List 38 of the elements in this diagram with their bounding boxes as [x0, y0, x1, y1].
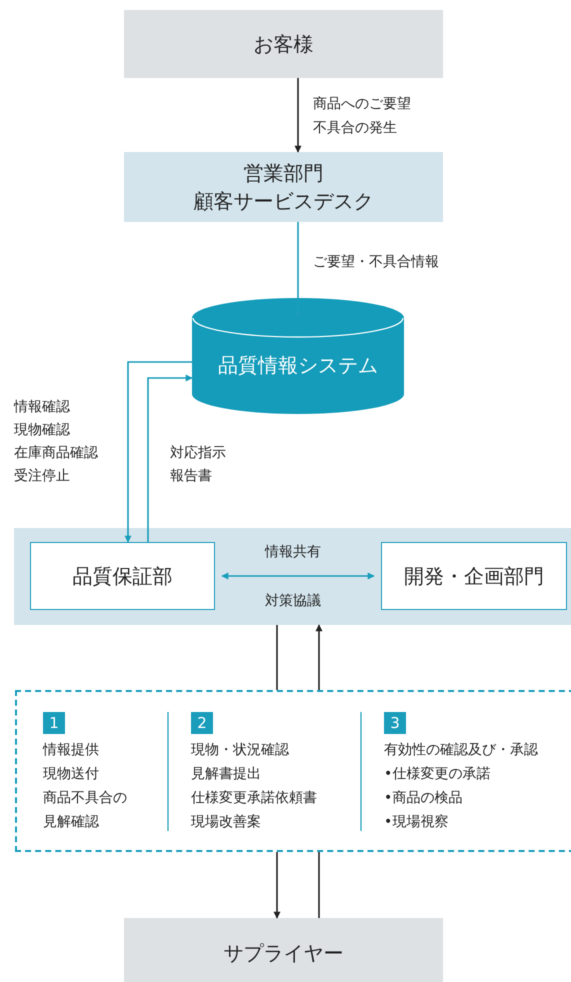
label-text: 有効性の確認及び・承認 — [384, 741, 538, 760]
label-text: •仕様変更の承諾 — [384, 765, 490, 784]
annotation-text: 情報確認 — [14, 398, 70, 417]
annotation-text: 対応指示 — [170, 444, 226, 463]
annotation-text: 現物確認 — [14, 421, 70, 440]
annotation-text: 受注停止 — [14, 467, 70, 486]
process-box: 営業部門 顧客サービスデスク — [124, 152, 443, 222]
arrow — [221, 572, 375, 580]
label-text: •現場視察 — [384, 813, 448, 832]
label-text: 情報提供 — [43, 741, 99, 760]
database-cylinder: 品質情報システム — [192, 298, 404, 414]
label-text: 情報共有 — [265, 543, 321, 562]
label-text: 現場改善案 — [191, 813, 261, 832]
label-text: ご要望・不具合情報 — [313, 253, 439, 272]
label-text: 仕様変更承諾依頼書 — [191, 789, 317, 808]
label-text: 現物・状況確認 — [191, 741, 289, 760]
label-text: 不具合の発生 — [313, 119, 397, 138]
number-badge: 3 — [384, 712, 406, 734]
arrow — [294, 78, 302, 153]
label-text: 対策協議 — [265, 592, 321, 611]
label-text: •商品の検品 — [384, 789, 462, 808]
department-box: 品質保証部 — [30, 542, 215, 610]
label-text: 商品へのご要望 — [313, 95, 411, 114]
number-badge: 2 — [191, 712, 213, 734]
label-text: 商品不具合の見解確認 — [43, 789, 128, 832]
label-text: 見解書提出 — [191, 765, 261, 784]
annotation-text: 報告書 — [170, 467, 212, 486]
process-box: サプライヤー — [124, 918, 443, 982]
process-box: お客様 — [124, 10, 443, 78]
arrow — [124, 361, 192, 543]
number-badge: 1 — [43, 712, 65, 734]
arrow — [147, 374, 193, 542]
annotation-text: 在庫商品確認 — [14, 444, 98, 463]
label-text: 現物送付 — [43, 765, 99, 784]
band-background — [14, 528, 571, 625]
arrow — [274, 852, 280, 919]
department-box: 開発・企画部門 — [381, 542, 567, 610]
arrow — [316, 624, 322, 690]
